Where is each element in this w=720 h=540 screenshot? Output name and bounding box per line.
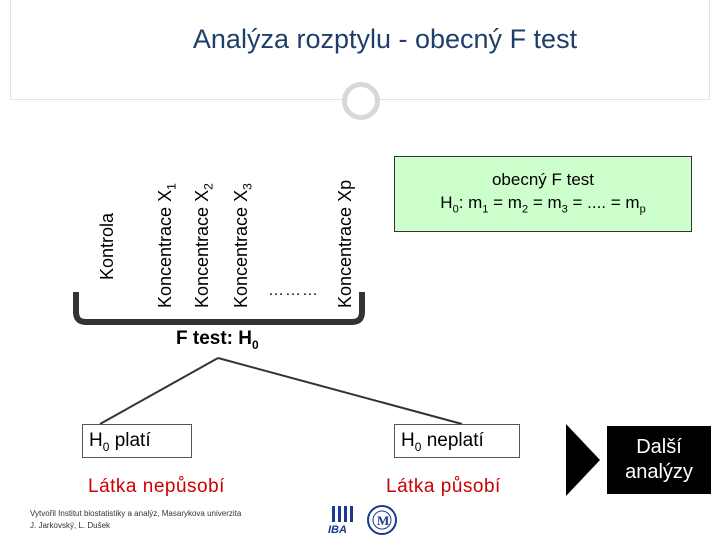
group-koncentrace-1: Koncentrace X1: [155, 183, 179, 308]
group-koncentrace-2: Koncentrace X2: [192, 183, 216, 308]
result-no-effect: Látka nepůsobí: [88, 476, 225, 497]
next-line2: analýzy: [625, 461, 693, 483]
circle-decoration: [342, 82, 380, 120]
group-koncentrace-p: Koncentrace Xp: [335, 179, 355, 308]
connector-left: [99, 357, 219, 425]
iba-logo-text: IBA: [328, 524, 347, 534]
group-ellipsis: ………: [268, 282, 319, 299]
result-effect: Látka působí: [386, 476, 501, 497]
hypothesis-title: obecný F test: [491, 170, 595, 189]
h0-rejected-box: H0 neplatí: [394, 424, 520, 458]
group-kontrola: Kontrola: [97, 212, 117, 280]
group-koncentrace-3: Koncentrace X3: [231, 183, 255, 308]
hypothesis-box: obecný F test H0: m1 = m2 = m3 = .... = …: [394, 156, 692, 232]
connector-right: [217, 357, 463, 425]
groups-bracket: [73, 292, 365, 325]
university-seal: M: [367, 505, 397, 535]
footer-line1: Vytvořil Institut biostatistiky a analýz…: [30, 509, 242, 518]
slide-title: Analýza rozptylu - obecný F test: [192, 24, 578, 54]
hypothesis-formula: H0: m1 = m2 = m3 = .... = mp: [440, 193, 646, 216]
footer-credits: Vytvořil Institut biostatistiky a analýz…: [30, 508, 241, 532]
ftest-label: F test: H0: [176, 328, 259, 352]
arrow-right-icon: [566, 424, 600, 496]
svg-text:M: M: [377, 513, 389, 528]
next-analyses-box: Další analýzy: [607, 426, 711, 494]
iba-logo: IBA: [328, 506, 353, 534]
footer-line2: J. Jarkovský, L. Dušek: [30, 521, 111, 530]
h0-holds-box: H0 platí: [82, 424, 192, 458]
next-line1: Další: [636, 436, 682, 458]
